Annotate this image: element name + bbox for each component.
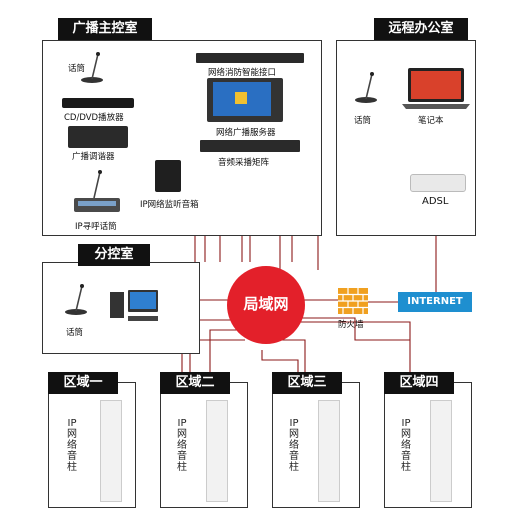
zone-box-1: [48, 382, 136, 508]
laptop-icon: [402, 68, 470, 109]
desktop-computer-icon: [110, 290, 158, 321]
speaker-icon: [155, 160, 181, 192]
fire-interface-label: 网络消防智能接口: [208, 68, 277, 78]
zone-4-column-text: IP网络音柱: [401, 418, 411, 473]
zone-box-3: [272, 382, 360, 508]
zone-tag-2: 区域二: [160, 372, 230, 394]
zone-3-column-text: IP网络音柱: [289, 418, 299, 473]
internet-badge: [398, 292, 472, 312]
firewall-label: 防火墙: [338, 320, 364, 330]
dvd-player-icon: [62, 98, 134, 108]
zone-box-4: [384, 382, 472, 508]
mic-remote-label: 话筒: [354, 116, 372, 126]
lan-label: 局域网: [243, 295, 289, 313]
zone-tag-3: 区域三: [272, 372, 342, 394]
firewall-icon: [338, 288, 368, 314]
mic-branch-label: 话筒: [66, 328, 84, 338]
zone-1-column-text: IP网络音柱: [67, 418, 77, 473]
speaker-column-icon: [100, 400, 122, 502]
zone-tag-4: 区域四: [384, 372, 454, 394]
server-monitor-icon: [207, 78, 283, 122]
speaker-column-icon: [430, 400, 452, 502]
zone-tag-1: 区域一: [48, 372, 118, 394]
zone-2-column-text: IP网络音柱: [177, 418, 187, 473]
call-microphone-icon: [74, 170, 120, 212]
lan-hub-icon: [227, 266, 305, 344]
dvd-label: CD/DVD播放器: [64, 113, 124, 123]
microphone-icon: [355, 72, 377, 103]
microphone-icon: [81, 52, 103, 83]
ip-speaker-label: IP网络监听音箱: [140, 200, 199, 210]
fire-interface-icon: [196, 53, 304, 63]
adsl-modem-icon: [410, 174, 466, 192]
tuner-icon: [68, 126, 128, 148]
matrix-label: 音频采播矩阵: [218, 158, 270, 168]
adsl-label: ADSL: [422, 196, 449, 207]
laptop-label: 笔记本: [418, 116, 444, 126]
server-label: 网络广播服务器: [216, 128, 276, 138]
internet-label: INTERNET: [407, 296, 463, 307]
remote-office-tag: 远程办公室: [374, 18, 468, 40]
matrix-icon: [200, 140, 300, 152]
microphone-icon: [65, 284, 87, 315]
ip-call-mic-label: IP寻呼话筒: [75, 222, 117, 232]
tuner-label: 广播调谐器: [72, 152, 115, 162]
zone-box-2: [160, 382, 248, 508]
speaker-column-icon: [318, 400, 340, 502]
main-control-room-tag: 广播主控室: [58, 18, 152, 40]
branch-control-room-tag: 分控室: [78, 244, 150, 266]
mic-main-label: 话筒: [68, 64, 86, 74]
speaker-column-icon: [206, 400, 228, 502]
